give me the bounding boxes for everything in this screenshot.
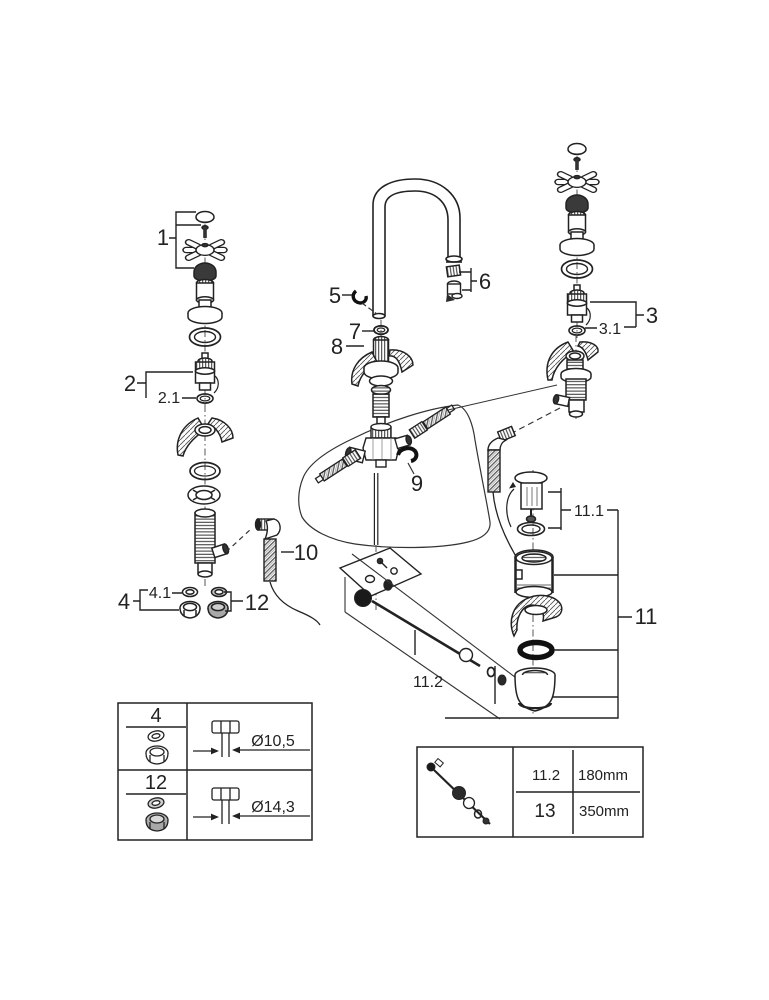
callout-leaders	[133, 211, 644, 719]
popup-drain	[506, 470, 563, 714]
callout-11: 11	[635, 604, 658, 629]
callout-10: 10	[294, 540, 318, 565]
callout-8: 8	[331, 334, 343, 359]
basin-outline	[298, 404, 491, 549]
callout-6: 6	[479, 269, 491, 294]
callout-11-1: 11.1	[574, 503, 604, 520]
table-dim-4: Ø10,5	[251, 733, 295, 750]
callout-4: 4	[118, 589, 130, 614]
supply-hose-left-lower	[314, 448, 362, 484]
table-length-13: 350mm	[579, 803, 629, 820]
callout-4-1: 4.1	[149, 585, 171, 602]
table-part-4: 4	[150, 705, 161, 727]
valve-assembly-left	[176, 210, 234, 619]
table-length-11-2: 180mm	[578, 767, 628, 784]
callout-5: 5	[329, 283, 341, 308]
callout-9: 9	[411, 471, 423, 496]
callout-11-2: 11.2	[413, 674, 443, 691]
nut-dimension-table: 4 12 Ø10,5	[117, 702, 313, 841]
callout-2: 2	[124, 371, 136, 396]
table-dim-12: Ø14,3	[251, 799, 295, 816]
aerator	[445, 264, 463, 302]
callout-7: 7	[349, 319, 361, 344]
spout	[372, 178, 463, 432]
mounting-bracket	[338, 547, 423, 597]
callout-3: 3	[646, 303, 658, 328]
rod-length-table: 11.2 180mm 13 350mm	[416, 746, 644, 838]
rod-thumbnail	[426, 757, 491, 825]
callout-12: 12	[245, 590, 269, 615]
table-part-13: 13	[534, 801, 555, 822]
spout-o-ring	[373, 324, 389, 336]
spout-base	[350, 335, 414, 425]
callout-2-1: 2.1	[158, 390, 180, 407]
table-part-11-2: 11.2	[532, 767, 560, 784]
outlet-hose-10	[225, 518, 321, 626]
supply-hose-right-upper	[408, 384, 558, 440]
tee-clip	[396, 446, 419, 475]
valve-assembly-right	[513, 142, 600, 433]
callout-1: 1	[157, 225, 169, 250]
table-part-12: 12	[145, 772, 167, 794]
pivot-rod-assembly	[354, 589, 507, 686]
callout-3-1: 3.1	[599, 321, 621, 338]
spout-clip	[351, 289, 378, 315]
